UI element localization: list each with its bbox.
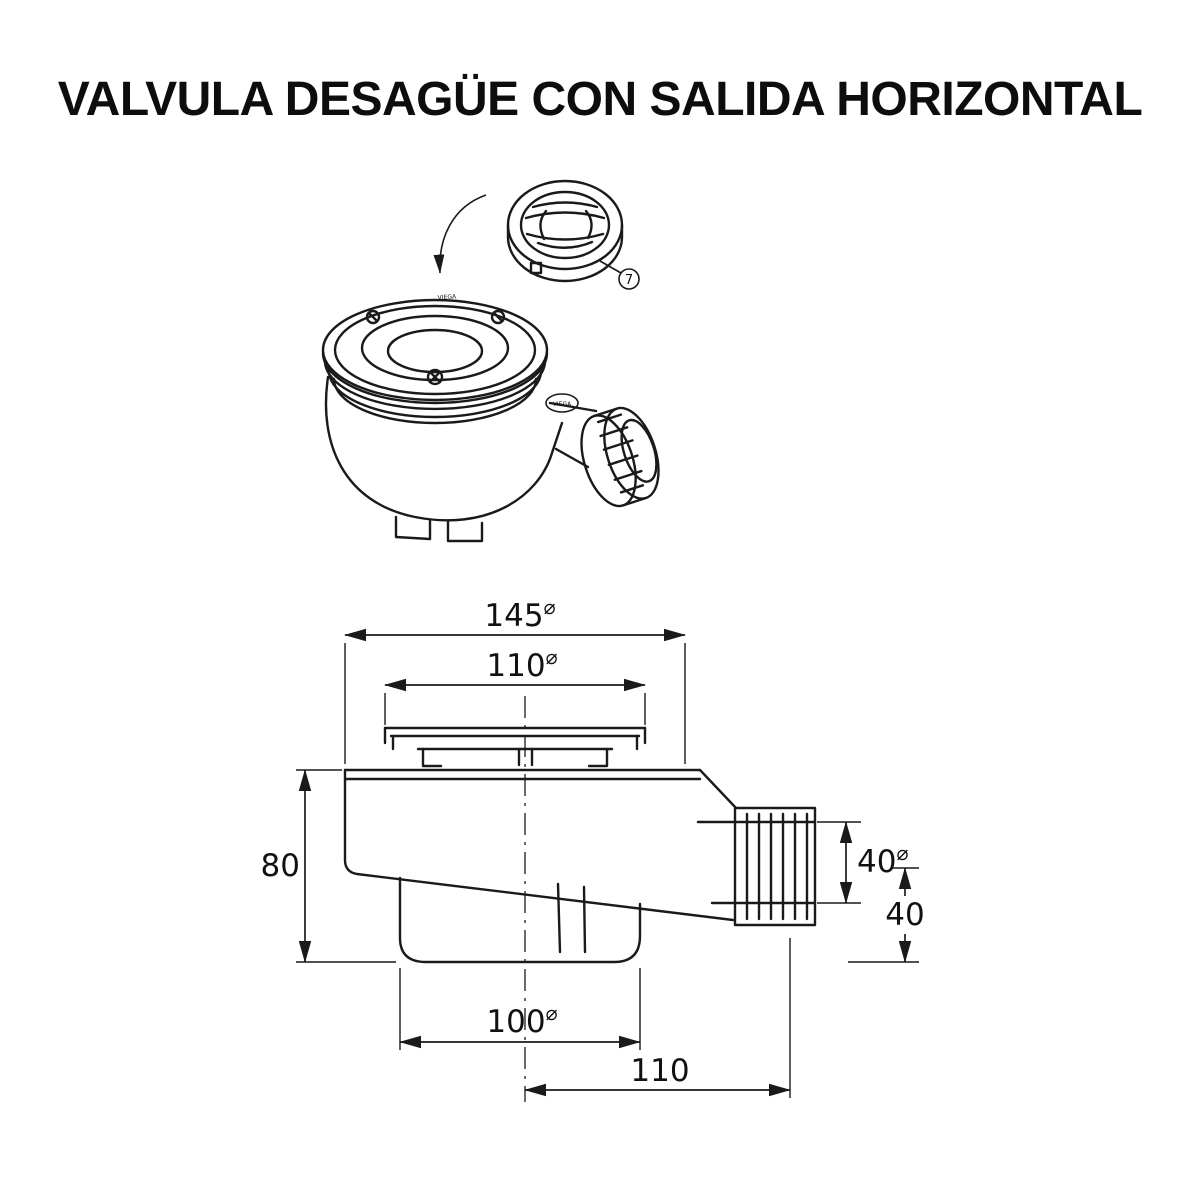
trap-bowl-section (398, 876, 642, 964)
callout-7: 7 (599, 260, 640, 290)
callout-circle (618, 268, 640, 290)
cover-plate-section (383, 726, 647, 768)
dim-80-label: 80 (261, 848, 300, 884)
brand-oval (545, 393, 579, 413)
outlet-nut-3d (580, 406, 660, 508)
dim-bowl-width: 100⌀ (399, 968, 641, 1050)
assembly-arrow-icon (433, 194, 487, 274)
dim-flange-width: 145⌀ (344, 595, 686, 764)
dim-110-bottom-label: 110 (630, 1053, 689, 1089)
callout-label: 7 (625, 273, 633, 288)
dim-40-drop-label: 40 (885, 897, 924, 933)
brand-badge: VIEGA VIEGA (437, 293, 579, 413)
valve-body-section (343, 768, 738, 922)
dim-145-label: 145⌀ (484, 595, 555, 634)
dim-outlet-offset: 110 (524, 938, 791, 1098)
brand-label: VIEGA (553, 401, 572, 408)
perspective-drawing: 7 (321, 179, 660, 543)
dim-outlet-drop: 40 (848, 867, 925, 963)
dim-body-height: 80 (261, 769, 396, 963)
dim-100-label: 100⌀ (486, 1001, 557, 1040)
section-drawing: 145⌀ 110⌀ 80 40⌀ 40 (261, 595, 925, 1102)
dim-plate-width: 110⌀ (384, 645, 646, 725)
outlet-nut-section (733, 806, 817, 927)
callout-leader-line (599, 260, 622, 274)
dim-outlet-bore: 40⌀ (817, 821, 909, 904)
brand-label-rim: VIEGA (437, 293, 457, 301)
dim-40-bore-label: 40⌀ (857, 841, 909, 880)
grate-cap (506, 179, 624, 283)
page-title: VALVULA DESAGÜE CON SALIDA HORIZONTAL (57, 73, 1143, 126)
valve-body-3d (321, 298, 598, 543)
dim-110-top-label: 110⌀ (486, 645, 557, 684)
